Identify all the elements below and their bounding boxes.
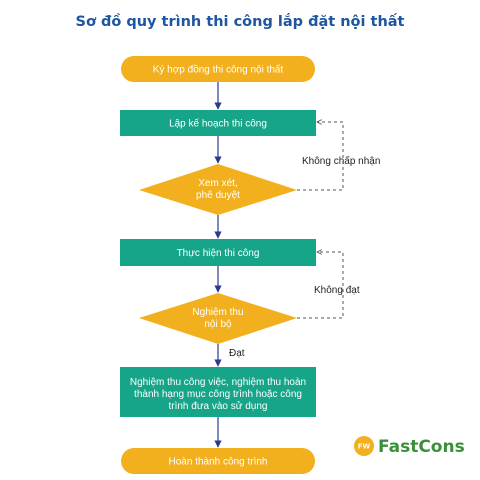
logo-mark-icon — [354, 436, 374, 456]
logo-mark-text: FW — [358, 443, 371, 451]
diagram-title: Sơ đồ quy trình thi công lắp đặt nội thấ… — [76, 13, 405, 30]
logo-wordmark: FastCons — [378, 437, 465, 457]
node-sign-contract-label: Ký hợp đồng thi công nội thất — [153, 64, 284, 76]
node-complete-label: Hoàn thành công trình — [169, 457, 268, 468]
node-sign-contract: Ký hợp đồng thi công nội thất — [121, 56, 315, 82]
decision-review-approve-line2: phê duyệt — [196, 190, 240, 201]
loop-not-accepted — [297, 122, 344, 191]
node-final-acceptance-line3: trình đưa vào sử dụng — [168, 400, 267, 412]
decision-internal-acceptance: Nghiệm thu nội bộ — [139, 293, 297, 344]
node-execute-label: Thực hiện thi công — [177, 248, 260, 259]
fastcons-logo: FW FastCons — [354, 436, 465, 457]
edge-label-not-accepted: Không chấp nhận — [302, 155, 380, 167]
decision-internal-acceptance-line2: nội bộ — [204, 319, 232, 330]
node-final-acceptance-line2: thành hạng mục công trình hoặc công — [134, 389, 302, 400]
decision-review-approve: Xem xét, phê duyệt — [139, 164, 297, 215]
decision-internal-acceptance-line1: Nghiệm thu — [192, 307, 243, 318]
edge-label-passed: Đạt — [229, 348, 245, 359]
node-final-acceptance-line1: Nghiệm thu công việc, nghiệm thu hoàn — [130, 377, 306, 388]
node-execute: Thực hiện thi công — [120, 239, 316, 266]
node-complete: Hoàn thành công trình — [121, 448, 315, 474]
node-construction-plan: Lập kế hoạch thi công — [120, 110, 316, 136]
feedback-loops — [297, 122, 344, 319]
node-final-acceptance: Nghiệm thu công việc, nghiệm thu hoàn th… — [120, 367, 316, 417]
decision-review-approve-line1: Xem xét, — [198, 178, 237, 189]
node-construction-plan-label: Lập kế hoạch thi công — [169, 118, 267, 130]
edge-label-not-passed: Không đạt — [314, 285, 360, 296]
loop-not-passed — [297, 252, 344, 319]
